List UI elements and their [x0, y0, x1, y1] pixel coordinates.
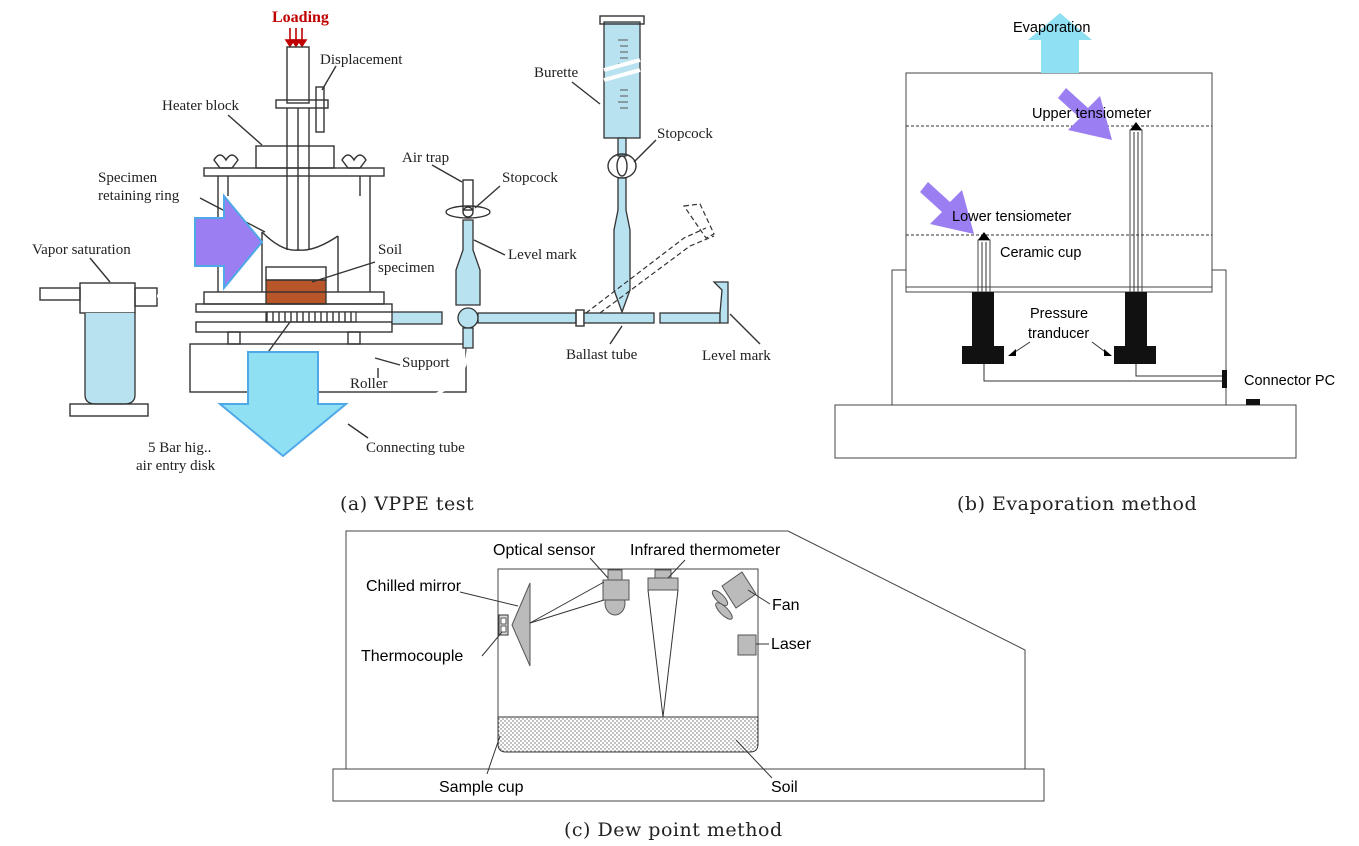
specimen-ring-label-2: retaining ring	[98, 188, 180, 204]
fan	[721, 571, 757, 609]
connector-pc	[1222, 370, 1227, 388]
loading-piston	[286, 46, 310, 104]
pressure-label-1: Pressure	[1030, 306, 1088, 322]
stopcock-label-1: Stopcock	[502, 170, 558, 186]
device-base	[332, 768, 1045, 802]
stopcock-label-2: Stopcock	[657, 126, 713, 142]
displacement-gauge	[315, 86, 325, 133]
support-block	[189, 343, 467, 393]
caption-a: (a) VPPE test	[340, 493, 474, 515]
air-trap-label: Air trap	[402, 150, 449, 166]
soil-specimen-label-1: Soil	[378, 242, 402, 258]
lower-tensiometer-label: Lower tensiometer	[952, 209, 1071, 225]
upper-tensiometer	[1125, 292, 1147, 347]
level-mark-label-1: Level mark	[508, 247, 577, 263]
thermocouple-label: Thermocouple	[361, 648, 463, 665]
pressure-label-2: tranducer	[1028, 326, 1089, 342]
drain-flow-arrow	[217, 351, 349, 458]
vapor-saturation-label: Vapor saturation	[32, 242, 131, 258]
fan-label: Fan	[772, 597, 800, 614]
disk-label-2: air entry disk	[136, 458, 216, 474]
vapor-cylinder	[84, 313, 136, 405]
connecting-tube-label: Connecting tube	[366, 440, 465, 456]
support-label: Support	[402, 355, 450, 371]
air-entry-disk	[265, 311, 357, 323]
caption-c: (c) Dew point method	[564, 819, 783, 841]
displacement-label: Displacement	[320, 52, 403, 68]
connector-pc-label: Connector PC	[1244, 373, 1335, 389]
infrared-thermometer-label: Infrared thermometer	[630, 542, 781, 559]
laser	[737, 634, 757, 656]
optical-sensor	[602, 579, 630, 601]
panel-c-dewpoint: Optical sensor Infrared thermometer Chil…	[332, 530, 1045, 841]
stopcock-air-trap	[445, 205, 491, 219]
loading-label: Loading	[272, 9, 329, 26]
disk-label-1: 5 Bar hig..	[148, 440, 211, 456]
panel-a-vppe: Loading Displacement Heater block Specim…	[32, 9, 771, 515]
vapor-flow-arrow	[194, 193, 264, 291]
heater-block	[255, 145, 335, 169]
sample-cup-label: Sample cup	[439, 779, 524, 796]
roller-label: Roller	[350, 376, 388, 392]
level-mark-label-2: Level mark	[702, 348, 771, 364]
air-trap	[455, 219, 481, 306]
laser-label: Laser	[771, 636, 812, 653]
lower-tensiometer-arrow	[920, 182, 974, 234]
ceramic-cup-label: Ceramic cup	[1000, 245, 1081, 261]
upper-tensiometer-arrow	[1058, 88, 1112, 140]
ballast-tube-label: Ballast tube	[566, 347, 638, 363]
heater-block-label: Heater block	[162, 98, 240, 114]
soil-specimen-label-2: specimen	[378, 260, 435, 276]
device-housing	[345, 530, 1026, 769]
evaporation-arrow	[1028, 13, 1092, 73]
soil-label: Soil	[771, 779, 798, 796]
lower-tensiometer	[972, 292, 994, 347]
evaporation-label: Evaporation	[1013, 20, 1090, 36]
infrared-thermometer	[647, 577, 679, 591]
upper-tensiometer-label: Upper tensiometer	[1032, 106, 1151, 122]
vapor-saturation-unit	[79, 282, 136, 314]
chilled-mirror	[511, 582, 531, 667]
soil-sample	[497, 716, 759, 753]
panel-b-evaporation: Evaporation Upper tensiometer Lower tens…	[834, 13, 1335, 515]
stopcock-burette	[607, 153, 637, 179]
burette-label: Burette	[534, 65, 578, 81]
specimen-ring-label-1: Specimen	[98, 170, 158, 186]
chilled-mirror-label: Chilled mirror	[366, 578, 462, 595]
base-slab	[834, 404, 1297, 459]
caption-b: (b) Evaporation method	[957, 493, 1197, 515]
loading-arrows-icon	[284, 28, 308, 48]
optical-sensor-label: Optical sensor	[493, 542, 596, 559]
